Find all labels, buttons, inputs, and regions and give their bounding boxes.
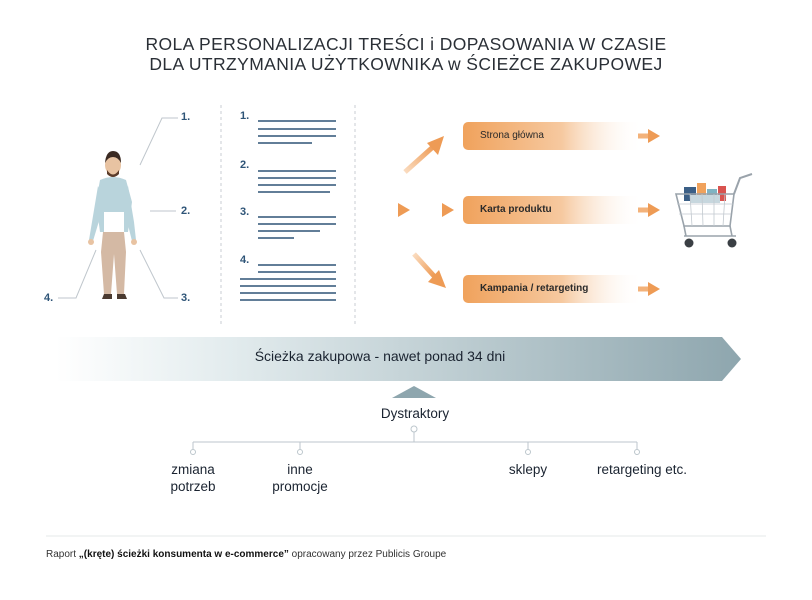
channel-label-product: Karta produktu xyxy=(480,204,552,215)
channel-pill-homepage xyxy=(463,122,643,150)
journey-arrow xyxy=(56,337,741,381)
content-item-3: 3. xyxy=(240,206,250,218)
person-figure xyxy=(88,151,137,299)
person-leader-lines xyxy=(58,117,178,299)
content-item-1: 1. xyxy=(240,110,250,122)
pill-arrows xyxy=(638,129,660,296)
channel-label-homepage: Strona główna xyxy=(480,130,544,141)
person-point-2: 2. xyxy=(181,205,191,217)
distractors-tree xyxy=(190,425,640,455)
shopping-cart-icon xyxy=(674,173,753,248)
distractors-title: Dystraktory xyxy=(380,406,450,421)
distractors-up-arrow xyxy=(392,386,436,398)
distractor-item-3: sklepy xyxy=(508,462,548,477)
distractor-item-4: retargeting etc. xyxy=(596,462,688,477)
content-lines xyxy=(240,120,336,301)
distractor-item-1: zmiana potrzeb xyxy=(170,462,216,494)
arrow-right-1 xyxy=(372,203,410,217)
distractor-item-2: inne promocje xyxy=(272,462,328,494)
page-title-line-2: DLA UTRZYMANIA UŻYTKOWNIKA w ŚCIEŻCE ZAK… xyxy=(149,54,663,74)
person-point-1: 1. xyxy=(181,111,191,123)
arrow-up-right xyxy=(403,136,444,174)
page-title-line-1: ROLA PERSONALIZACJI TREŚCI i DOPASOWANIA… xyxy=(145,34,667,54)
content-item-2: 2. xyxy=(240,159,250,171)
arrow-right-2 xyxy=(416,203,454,217)
arrow-down-right xyxy=(412,252,446,288)
person-point-3: 3. xyxy=(181,292,191,304)
channel-label-campaign: Kampania / retargeting xyxy=(480,283,589,294)
channel-pill-campaign xyxy=(463,275,643,303)
person-point-4: 4. xyxy=(44,292,54,304)
column-separators xyxy=(220,105,356,325)
footer-source: Raport „(kręte) ścieżki konsumenta w e-c… xyxy=(46,549,447,560)
journey-label: Ścieżka zakupowa - nawet ponad 34 dni xyxy=(254,348,506,364)
channel-pill-product xyxy=(463,196,643,224)
content-item-4: 4. xyxy=(240,254,250,266)
